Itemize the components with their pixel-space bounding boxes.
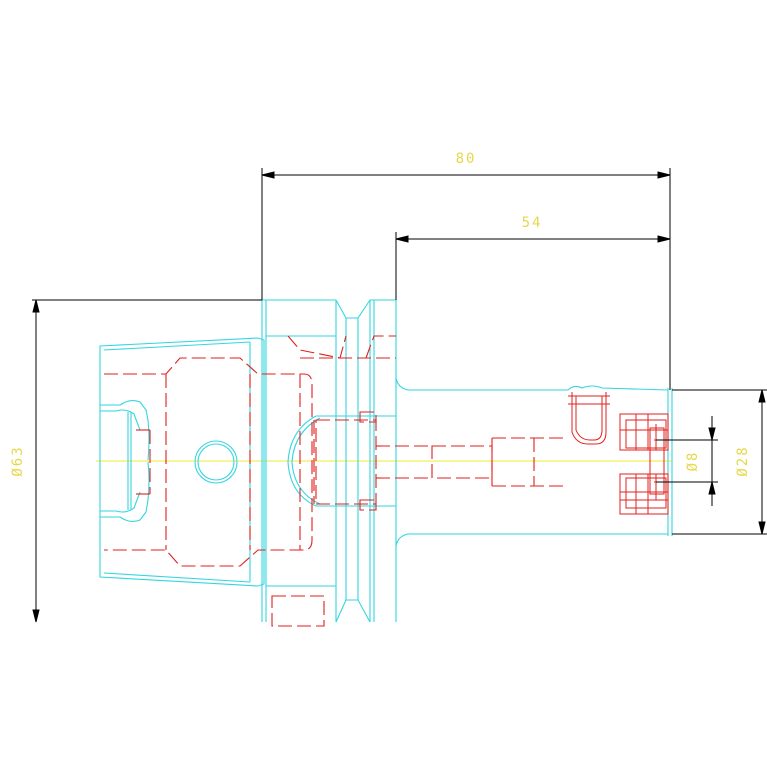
part-outline (99, 299, 673, 623)
dim-bore-diameter: Ø8 (685, 451, 701, 472)
shank-end-detail (568, 392, 669, 515)
dim-shank-diameter: Ø28 (735, 445, 751, 476)
dim-flange-diameter: Ø63 (10, 445, 26, 476)
dimension-labels: 80 54 Ø63 Ø28 Ø8 (10, 151, 751, 477)
dim-overall-length: 80 (456, 151, 477, 167)
hidden-lines (104, 335, 568, 627)
dim-shank-length: 54 (522, 215, 543, 231)
dimension-lines (32, 168, 767, 623)
